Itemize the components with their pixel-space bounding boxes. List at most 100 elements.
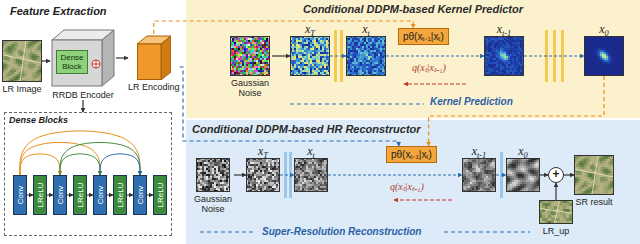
connector bbox=[540, 174, 548, 175]
kernel-state: x0 bbox=[584, 22, 624, 76]
connector bbox=[60, 142, 140, 175]
dense-block: Dense Block bbox=[56, 50, 88, 74]
lr-encoding: LR Encoding bbox=[128, 34, 180, 92]
node-label: xt bbox=[346, 22, 386, 36]
node-label: Gaussian Noise bbox=[192, 194, 234, 214]
node-label: LReLU bbox=[156, 183, 165, 208]
connector bbox=[20, 131, 140, 175]
sr-result: SR result bbox=[574, 155, 614, 207]
noise-thumbnail bbox=[196, 158, 230, 192]
connector bbox=[386, 55, 484, 56]
lrelu-layer: LReLU bbox=[153, 175, 167, 215]
process-label: Kernel Prediction bbox=[430, 96, 513, 108]
node-label: LReLU bbox=[76, 183, 85, 208]
forward-process-label: q(xₜ|xₜ₋₁) bbox=[412, 62, 446, 74]
panel-title: Conditional DDPM-based HR Reconstructor bbox=[192, 122, 421, 136]
node-label: LR Encoding bbox=[128, 82, 180, 92]
step-bar bbox=[500, 152, 503, 198]
step-bars bbox=[334, 30, 564, 82]
noise-image: Gaussian Noise bbox=[192, 158, 234, 214]
noise-thumbnail bbox=[230, 36, 270, 76]
image-state: xT bbox=[246, 144, 280, 192]
conv-layer: Conv bbox=[13, 175, 27, 215]
forward-process-arrow bbox=[394, 199, 452, 200]
image-thumbnail bbox=[462, 158, 496, 192]
feature-cube bbox=[137, 34, 171, 80]
connector bbox=[42, 60, 50, 61]
node-label: xt bbox=[294, 144, 328, 158]
connector bbox=[100, 154, 140, 175]
step-bar bbox=[284, 152, 287, 198]
node-label: pθ(xₜ₋₁|xₜ) bbox=[391, 148, 432, 161]
node-label: Gaussian Noise bbox=[228, 78, 272, 98]
connector bbox=[147, 195, 153, 196]
process-line bbox=[290, 104, 424, 105]
step-bar bbox=[545, 30, 548, 82]
connector bbox=[20, 142, 100, 175]
reverse-step-box: pθ(xₜ₋₁|xₜ) bbox=[398, 28, 449, 45]
connector bbox=[82, 100, 83, 112]
process-line bbox=[200, 232, 256, 233]
reverse-step-box: pθ(xₜ₋₁|xₜ) bbox=[386, 146, 437, 163]
connector bbox=[272, 55, 290, 56]
connector bbox=[555, 183, 556, 200]
panel-title: Conditional DDPM-based Kernel Predictor bbox=[303, 2, 523, 16]
kernel-thumbnail bbox=[346, 36, 386, 76]
node-label: RRDB Encoder bbox=[50, 90, 116, 100]
node-label: Dense Block bbox=[58, 53, 86, 71]
step-bar bbox=[553, 30, 556, 82]
node-label: Conv bbox=[16, 186, 25, 205]
connector bbox=[47, 195, 53, 196]
kernel-predictor-panel: Conditional DDPM-based Kernel PredictorG… bbox=[186, 0, 640, 118]
conv-layer: Conv bbox=[133, 175, 147, 215]
lr-upsampled: LR_up bbox=[539, 200, 573, 236]
dense-blocks-group: Dense BlocksConvLReLUConvLReLUConvLReLUC… bbox=[4, 112, 172, 236]
process-line bbox=[444, 232, 530, 233]
lrelu-layer: LReLU bbox=[33, 175, 47, 215]
node-label: xt-1 bbox=[462, 144, 496, 158]
node-label: Conv bbox=[96, 186, 105, 205]
kernel-thumbnail bbox=[584, 36, 624, 76]
node-label: Conv bbox=[136, 186, 145, 205]
node-label: LReLU bbox=[116, 183, 125, 208]
node-label: LR Image bbox=[2, 84, 42, 94]
connector bbox=[127, 195, 133, 196]
node-label: xT bbox=[246, 144, 280, 158]
connector bbox=[564, 174, 574, 175]
lrelu-layer: LReLU bbox=[113, 175, 127, 215]
node-label: SR result bbox=[574, 197, 614, 207]
rrdb-encoder: RRDB Encoder Dense Block bbox=[50, 28, 116, 100]
section-title: Feature Extraction bbox=[10, 4, 107, 18]
node-label: LR_up bbox=[539, 226, 573, 236]
node-label: x0 bbox=[584, 22, 624, 36]
connector bbox=[67, 195, 73, 196]
connector bbox=[20, 154, 60, 175]
connector bbox=[234, 174, 246, 175]
node-label: x0 bbox=[506, 144, 540, 158]
image-thumbnail bbox=[506, 158, 540, 192]
sum-node: + bbox=[548, 167, 564, 183]
connector bbox=[496, 174, 506, 175]
step-bar bbox=[561, 30, 564, 82]
step-bars bbox=[284, 152, 503, 198]
node-label: pθ(xₜ₋₁|xₜ) bbox=[403, 30, 444, 43]
noise-image: Gaussian Noise bbox=[228, 36, 272, 98]
connector bbox=[87, 195, 93, 196]
lr-image: LR Image bbox=[2, 40, 42, 94]
process-label: Super-Resolution Reconstruction bbox=[262, 226, 421, 238]
image-state: xt bbox=[294, 144, 328, 192]
node-label: + bbox=[549, 168, 563, 181]
image-state: xt-1 bbox=[462, 144, 496, 192]
kernel-thumbnail bbox=[290, 36, 330, 76]
conv-layer: Conv bbox=[93, 175, 107, 215]
node-label: xT bbox=[290, 22, 330, 36]
node-label: xt-1 bbox=[484, 22, 524, 36]
satellite-thumbnail bbox=[574, 155, 614, 195]
node-label: LReLU bbox=[36, 183, 45, 208]
image-thumbnail bbox=[294, 158, 328, 192]
conv-layer: Conv bbox=[53, 175, 67, 215]
kernel-state: xT bbox=[290, 22, 330, 76]
step-bar bbox=[334, 30, 337, 82]
forward-process-label: q(xₜ|xₜ₋₁) bbox=[390, 181, 424, 193]
connector bbox=[60, 154, 100, 175]
